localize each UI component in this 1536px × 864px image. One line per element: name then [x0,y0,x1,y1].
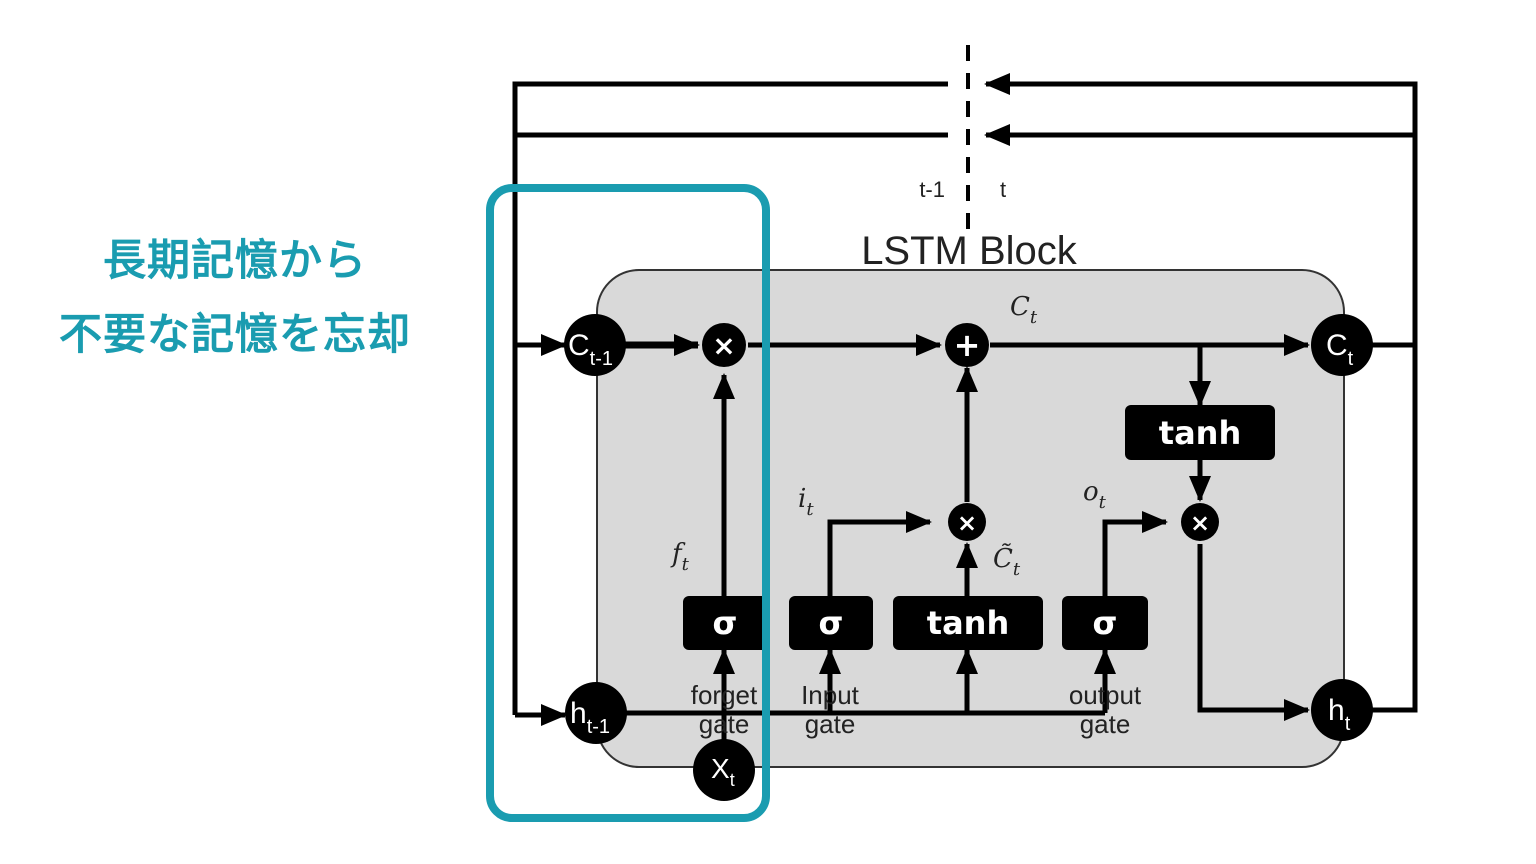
output-gate-line [1102,511,1168,596]
input-sigma-label: σ [819,604,844,642]
forget-gate-label-1: forget [691,680,758,710]
node-h-prev [565,682,627,744]
node-c-t-label: Ct [1326,329,1354,370]
node-c-prev [564,314,626,376]
symbol-ct-top: Ct [1010,292,1038,328]
forget-sigma-label: σ [713,604,738,642]
node-h-t-label: ht [1328,694,1351,735]
forget-sigma-box [683,596,768,650]
block-title: LSTM Block [861,229,1078,273]
forget-multiply-symbol: × [712,329,735,362]
input-multiply-op [948,503,986,541]
tanh-cell-box [1125,405,1275,460]
caption-line-2: 不要な記憶を忘却 [59,310,411,360]
forget-highlight-box [486,184,770,822]
input-gate-line [827,511,932,596]
output-gate-label-2: gate [1080,709,1131,739]
recurrent-lines [512,81,1418,715]
add-symbol: + [954,326,981,364]
time-curr-label: t [1000,177,1006,202]
node-h-t [1311,679,1373,741]
symbol-c-tilde: C̃t [993,543,1021,580]
input-gate-label-2: gate [805,709,856,739]
forget-gate-label-2: gate [699,709,750,739]
tanh-candidate-label: tanh [927,604,1009,642]
symbol-ot: ot [1083,477,1107,513]
tanh-candidate-box [893,596,1043,650]
input-sigma-box [789,596,873,650]
node-h-prev-label: ht-1 [570,697,610,738]
forget-multiply-op [702,323,746,367]
node-x-t-label: Xt [711,753,735,790]
output-sigma-box [1062,596,1148,650]
symbol-it: it [798,484,814,520]
node-x-t [693,739,755,801]
node-c-prev-label: Ct-1 [568,329,613,370]
tanh-cell-label: tanh [1159,414,1241,452]
add-op [945,323,989,367]
output-multiply-symbol: × [1190,509,1210,537]
output-sigma-label: σ [1093,604,1118,642]
node-c-t [1311,314,1373,376]
caption-line-1: 長期記憶から [103,236,367,286]
output-multiply-op [1181,503,1219,541]
time-prev-label: t-1 [919,177,945,202]
input-gate-label-1: Input [801,680,860,710]
input-multiply-symbol: × [957,509,977,537]
output-gate-label-1: output [1069,680,1142,710]
mult-to-ht [1197,544,1310,721]
